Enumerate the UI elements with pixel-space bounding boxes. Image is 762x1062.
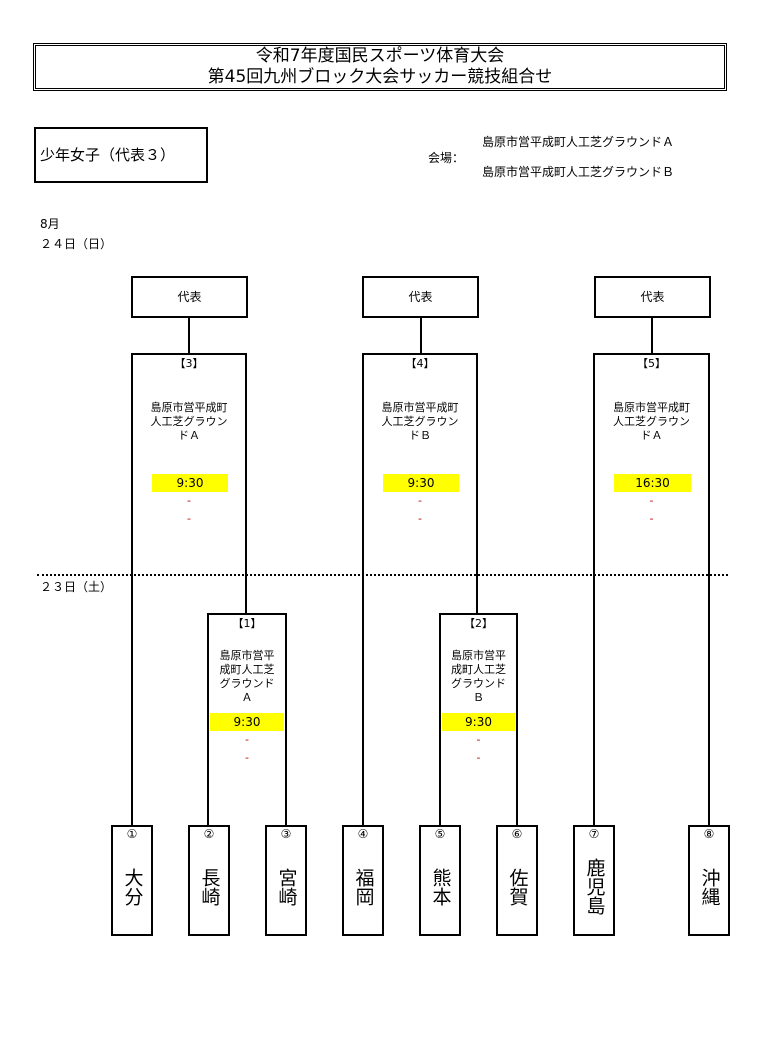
match-venue-line: 人工芝グラウン <box>381 415 459 428</box>
team-number: ② <box>203 827 215 841</box>
match-venue-line: ドＡ <box>640 429 663 442</box>
team-number: ⑧ <box>703 827 715 841</box>
match-4: 【4】 島原市営平成町 人工芝グラウン ドＢ 9:30 - - <box>365 357 475 528</box>
title-box: 令和7年度国民スポーツ体育大会 第45回九州ブロック大会サッカー競技組合せ <box>33 43 727 91</box>
team-box-1: ① 大分 <box>111 825 153 936</box>
rep-box-3: 代表 <box>594 276 711 318</box>
match-dash: - <box>476 733 481 746</box>
bracket-line <box>362 353 478 826</box>
match-venue-line: ドＢ <box>409 429 431 442</box>
team-box-3: ③ 宮崎 <box>265 825 307 936</box>
match-dash: - <box>418 512 422 525</box>
match-venue-line: 島原市営平成町 <box>150 401 228 414</box>
team-name: 沖縄 <box>698 867 721 906</box>
team-box-5: ⑤ 熊本 <box>419 825 461 936</box>
match-time: 9:30 <box>152 474 228 492</box>
team-box-2: ② 長崎 <box>188 825 230 936</box>
team-name: 宮崎 <box>275 867 298 906</box>
match-dash: - <box>187 494 191 507</box>
day-divider <box>37 574 728 576</box>
match-id: 【5】 <box>637 357 666 370</box>
match-dash: - <box>649 494 654 507</box>
match-dash: - <box>476 751 481 764</box>
day2-month: 8月 <box>40 217 60 231</box>
team-name: 大分 <box>121 867 144 906</box>
team-number: ④ <box>357 827 369 841</box>
team-number: ⑦ <box>588 827 600 841</box>
team-name: 熊本 <box>429 867 452 906</box>
team-number: ⑥ <box>511 827 523 841</box>
match-venue-line: Ｂ <box>473 691 484 704</box>
match-dash: - <box>418 494 422 507</box>
match-venue-line: 島原市営平 <box>451 649 506 662</box>
match-time: 16:30 <box>614 474 691 492</box>
bracket-line <box>593 353 710 826</box>
title-line-1: 令和7年度国民スポーツ体育大会 <box>255 46 505 66</box>
team-number: ③ <box>280 827 292 841</box>
match-id: 【2】 <box>464 617 493 630</box>
bracket-line <box>207 613 287 826</box>
match-dash: - <box>245 751 249 764</box>
venue-item-b: 島原市営平成町人工芝グラウンドＢ <box>482 165 675 179</box>
match-venue-line: 人工芝グラウン <box>613 415 690 428</box>
match-dash: - <box>245 733 249 746</box>
rep-box-1: 代表 <box>131 276 248 318</box>
match-venue-line: 人工芝グラウン <box>150 415 228 428</box>
match-2: 【2】 島原市営平 成町人工芝 グラウンド Ｂ 9:30 - - <box>442 617 515 767</box>
match-venue-line: ドＡ <box>178 429 200 442</box>
match-venue-line: グラウンド <box>219 677 275 690</box>
venue-item-a: 島原市営平成町人工芝グラウンドＡ <box>482 135 675 149</box>
team-name: 長崎 <box>198 867 221 906</box>
bracket-line <box>131 353 247 826</box>
match-venue-line: 島原市営平 <box>219 649 275 662</box>
match-1: 【1】 島原市営平 成町人工芝 グラウンド Ａ 9:30 - - <box>210 617 284 767</box>
category-box: 少年女子（代表３） <box>34 127 208 183</box>
match-venue-line: 島原市営平成町 <box>613 401 690 414</box>
day2-date: ２４日（日） <box>40 237 113 251</box>
match-venue-line: 成町人工芝 <box>219 663 275 676</box>
match-id: 【3】 <box>174 357 204 370</box>
match-3: 【3】 島原市営平成町 人工芝グラウン ドＡ 9:30 - - <box>134 357 244 528</box>
team-name: 鹿児島 <box>583 858 606 915</box>
venue-label: 会場： <box>428 151 465 165</box>
team-box-7: ⑦ 鹿児島 <box>573 825 615 936</box>
match-venue-line: グラウンド <box>451 677 506 690</box>
match-venue-line: 島原市営平成町 <box>381 401 459 414</box>
team-number: ⑤ <box>434 827 446 841</box>
match-time: 9:30 <box>442 713 515 731</box>
match-time: 9:30 <box>210 713 284 731</box>
team-number: ① <box>126 827 138 841</box>
match-id: 【1】 <box>232 617 262 630</box>
match-id: 【4】 <box>405 357 435 370</box>
team-name: 福岡 <box>352 867 375 906</box>
team-name: 佐賀 <box>506 867 529 906</box>
match-venue-line: 成町人工芝 <box>451 663 506 676</box>
team-box-6: ⑥ 佐賀 <box>496 825 538 936</box>
match-dash: - <box>649 512 654 525</box>
day1-date: ２３日（土） <box>40 580 113 594</box>
match-venue-line: Ａ <box>241 691 253 704</box>
rep-box-2: 代表 <box>362 276 479 318</box>
team-box-8: ⑧ 沖縄 <box>688 825 730 936</box>
team-box-4: ④ 福岡 <box>342 825 384 936</box>
match-5: 【5】 島原市営平成町 人工芝グラウン ドＡ 16:30 - - <box>596 357 707 528</box>
match-dash: - <box>187 512 191 525</box>
title-line-2: 第45回九州ブロック大会サッカー競技組合せ <box>207 67 553 87</box>
bracket-line <box>439 613 518 826</box>
match-time: 9:30 <box>383 474 459 492</box>
